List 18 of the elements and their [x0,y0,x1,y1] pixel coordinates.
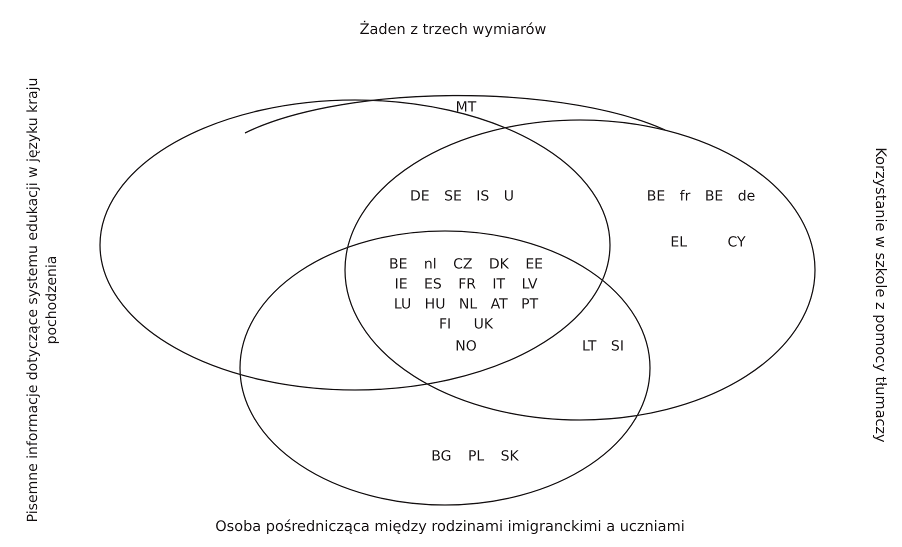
country-codes: LU HU NL AT PT [394,296,538,314]
set-ellipse [239,230,651,506]
set-heading: Pisemne informacje dotyczące systemu edukacji w języku kraju pochodzenia [24,76,61,524]
country-codes: DE SE IS U [410,188,514,206]
country-codes: BE nl CZ DK EE [388,256,544,274]
country-codes: IE ES FR IT LV [394,276,538,294]
country-codes: NO [455,338,477,356]
country-codes: BE fr BE de [646,188,756,206]
country-codes: LT SI [582,338,624,356]
country-codes: EL CY [670,234,746,252]
country-codes: MT [456,100,476,116]
set-heading: Korzystanie w szkole z pomocy tłumaczy [872,147,890,443]
country-codes: FI UK [438,316,494,334]
country-codes: BG PL SK [431,448,519,466]
set-heading: Żaden z trzech wymiarów [360,20,546,40]
set-ellipse [99,99,611,391]
set-ellipse [344,119,816,421]
set-heading: Osoba pośrednicząca między rodzinami imigranckimi a uczniami [215,518,685,536]
